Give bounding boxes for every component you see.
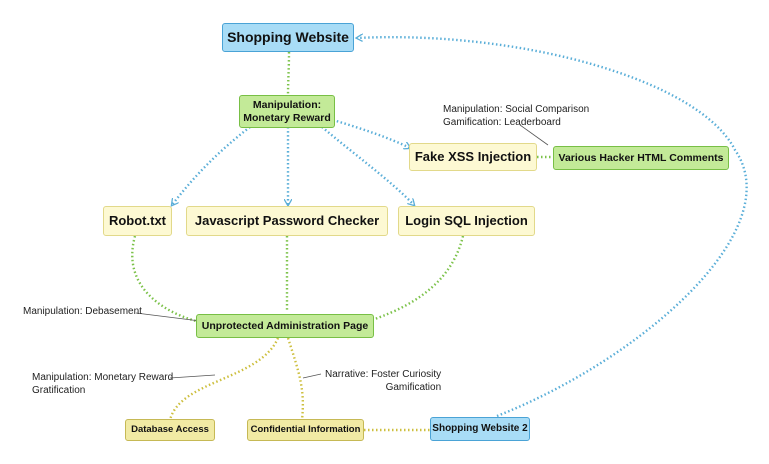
admin-page-node[interactable]: Unprotected Administration Page <box>196 314 374 338</box>
link-shopping2-to-shopping <box>357 37 748 418</box>
debasement-note-line1: Manipulation: Debasement <box>23 306 142 317</box>
hacker-comments-node[interactable]: Various Hacker HTML Comments <box>553 146 729 170</box>
social-note-line2: Gamification: Leaderboard <box>443 116 561 128</box>
leader-curiosity-note <box>302 373 322 379</box>
login-sql-label: Login SQL Injection <box>405 212 528 228</box>
confidential-info-label: Confidential Information <box>250 423 361 435</box>
admin-page-label: Unprotected Administration Page <box>201 319 369 332</box>
curiosity-note: Narrative: Foster Curiosity Gamification <box>325 369 441 394</box>
fake-xss-label: Fake XSS Injection <box>414 148 532 164</box>
database-access-node[interactable]: Database Access <box>125 419 215 441</box>
curiosity-note-line2: Gamification <box>385 381 442 393</box>
login-sql-node[interactable]: Login SQL Injection <box>398 206 535 236</box>
link-admin-to-database <box>168 337 280 421</box>
monetary-note-line2: Gratification <box>32 384 86 396</box>
manipulation-label-line1: Manipulation: <box>252 99 322 112</box>
database-access-label: Database Access <box>131 423 209 435</box>
link-manipulation-to-login-sql <box>321 126 414 205</box>
robot-txt-node[interactable]: Robot.txt <box>103 206 172 236</box>
curiosity-note-line1: Narrative: Foster Curiosity <box>325 369 442 380</box>
link-manipulation-to-fake-xss <box>332 118 410 148</box>
shopping-website-2-node[interactable]: Shopping Website 2 <box>430 417 530 441</box>
fake-xss-node[interactable]: Fake XSS Injection <box>409 143 537 171</box>
monetary-gratification-note: Manipulation: Monetary Reward Gratificat… <box>32 372 173 397</box>
leader-social-note <box>519 124 549 146</box>
link-robot-to-admin <box>131 235 201 324</box>
manipulation-monetary-node[interactable]: Manipulation: Monetary Reward <box>239 95 335 128</box>
link-shopping-to-manipulation <box>286 51 291 96</box>
shopping-website-2-label: Shopping Website 2 <box>432 423 528 435</box>
leader-debasement-note <box>135 312 201 322</box>
link-admin-to-confidential <box>286 337 305 421</box>
social-note-line1: Manipulation: Social Comparison <box>443 104 590 115</box>
js-password-checker-label: Javascript Password Checker <box>194 212 380 228</box>
robot-txt-label: Robot.txt <box>108 212 167 228</box>
monetary-note-line1: Manipulation: Monetary Reward <box>32 372 174 383</box>
link-manipulation-to-robot <box>172 126 251 205</box>
hacker-comments-label: Various Hacker HTML Comments <box>558 151 724 164</box>
shopping-website-node[interactable]: Shopping Website <box>222 23 354 52</box>
leader-monetary-note <box>169 374 216 379</box>
js-password-checker-node[interactable]: Javascript Password Checker <box>186 206 388 236</box>
confidential-info-node[interactable]: Confidential Information <box>247 419 364 441</box>
link-login-to-admin <box>371 235 465 322</box>
shopping-website-label: Shopping Website <box>227 29 349 46</box>
debasement-note: Manipulation: Debasement <box>23 306 142 319</box>
social-comparison-note: Manipulation: Social Comparison Gamifica… <box>443 104 589 129</box>
manipulation-label-line2: Monetary Reward <box>243 111 331 124</box>
